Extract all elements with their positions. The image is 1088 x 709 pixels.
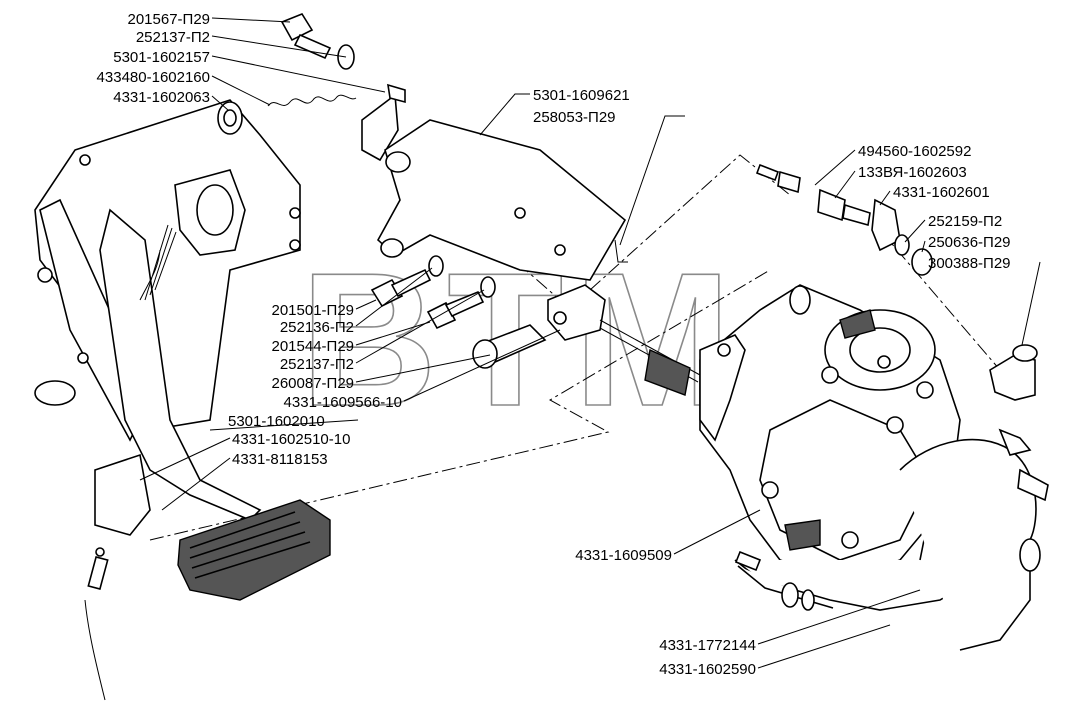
callout-258053-P29: 258053-П29 [533, 109, 616, 126]
callout-5301-1602010: 5301-1602010 [228, 413, 325, 430]
callout-133VYa-1602603: 133ВЯ-1602603 [858, 164, 967, 181]
callout-201501-P29: 201501-П29 [271, 302, 354, 319]
callout-300388-P29: 300388-П29 [928, 255, 1011, 272]
clevis-rod-4331-1609566 [547, 284, 701, 396]
callout-4331-1602510-10: 4331-1602510-10 [232, 431, 350, 448]
bracket-5301-1609621 [376, 119, 628, 281]
clutch-pedal-assembly [34, 99, 331, 701]
spring-433480 [267, 94, 357, 107]
clutch-booster-4331-1609509 [699, 284, 961, 581]
callout-252159-P2: 252159-П2 [928, 213, 1002, 230]
callout-labels: 201567-П29 252137-П2 5301-1602157 433480… [97, 11, 1011, 678]
callout-4331-1602601: 4331-1602601 [893, 184, 990, 201]
hose-4331-1602590 [899, 428, 1049, 651]
callout-252137-P2-mid: 252137-П2 [280, 356, 354, 373]
callout-201567-P29: 201567-П29 [127, 11, 210, 28]
callout-4331-8118153: 4331-8118153 [232, 451, 328, 468]
callout-250636-P29: 250636-П29 [928, 234, 1011, 251]
callout-4331-1602063: 4331-1602063 [113, 89, 210, 106]
bolt-201544 [426, 290, 485, 330]
valve-fittings-group [755, 163, 933, 276]
fitting-elbow-300388 [989, 344, 1038, 401]
callout-5301-1602157: 5301-1602157 [113, 49, 210, 66]
bracket-5301-1602157 [361, 83, 406, 162]
callout-4331-1609566-10: 4331-1609566-10 [284, 394, 402, 411]
washer-252137-mid [480, 276, 496, 298]
callout-260087-P29: 260087-П29 [271, 375, 354, 392]
leader-lines [139, 17, 1041, 669]
callout-494560-1602592: 494560-1602592 [858, 143, 971, 160]
callout-4331-1772144: 4331-1772144 [659, 637, 756, 654]
callout-201544-P29: 201544-П29 [271, 338, 354, 355]
callout-252137-P2-top: 252137-П2 [136, 29, 210, 46]
callout-433480-1602160: 433480-1602160 [97, 69, 210, 86]
callout-252136-P2: 252136-П2 [280, 319, 354, 336]
callout-4331-1609509: 4331-1609509 [575, 547, 672, 564]
callout-4331-1602590: 4331-1602590 [659, 661, 756, 678]
bolt-201567 [280, 13, 332, 60]
callout-5301-1609621: 5301-1609621 [533, 87, 630, 104]
washer-252136 [428, 255, 444, 277]
